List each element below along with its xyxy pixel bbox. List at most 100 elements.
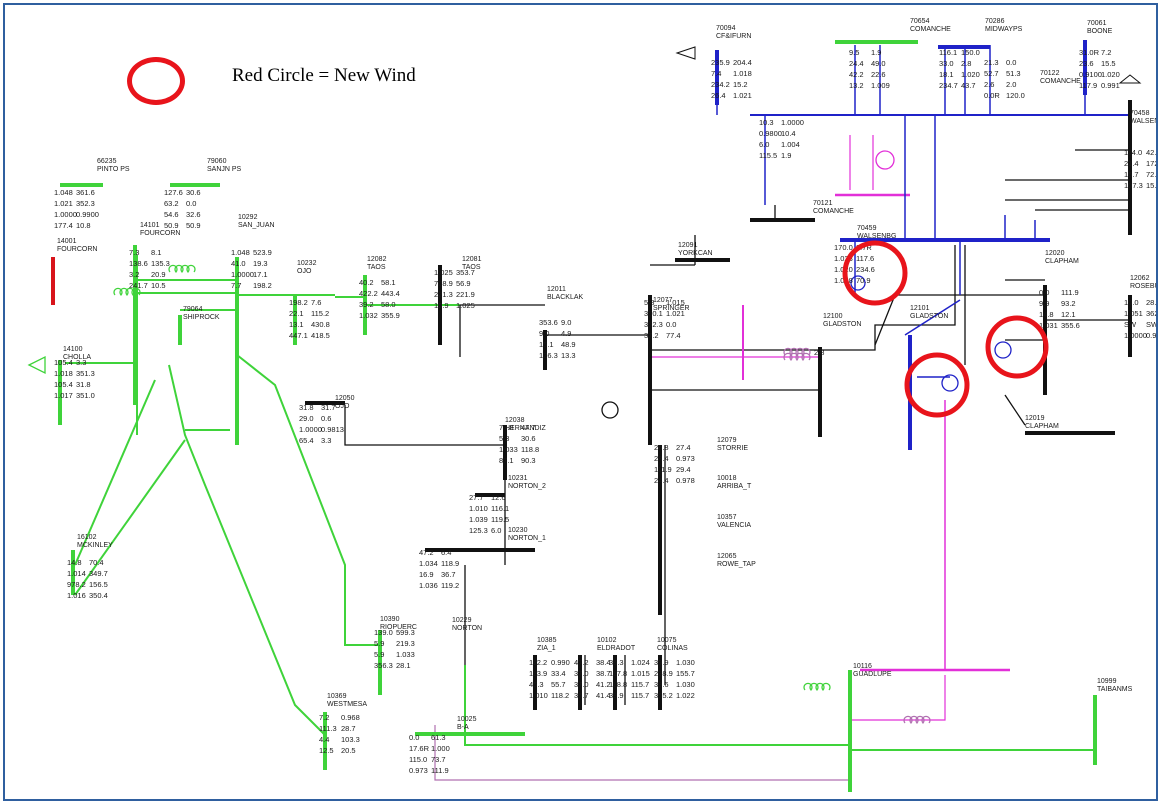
flow-value-label: 1.015 [631, 669, 650, 678]
new-wind-circle-icon [985, 315, 1049, 379]
branch-line-62 [904, 299, 961, 336]
flow-value-label: 54.6 [164, 210, 179, 219]
flow-value-label: 198.2 [289, 298, 308, 307]
bus-number-label: 79060 [207, 158, 227, 165]
flow-value-label: 3.3 [76, 358, 86, 367]
flow-value-label: 1.0000 [299, 425, 322, 434]
bus-name-label: SPRINGER [653, 305, 690, 312]
bus-number-label: 10292 [238, 214, 258, 221]
flow-value-label: 1.033 [396, 650, 415, 659]
flow-value-label: 7.6 [311, 298, 321, 307]
flow-value-label: 29.4 [676, 465, 691, 474]
bus-number-label: 10357 [717, 514, 737, 521]
bus-name-label: WESTMESA [327, 701, 367, 708]
flow-value-label: 1.9 [871, 48, 881, 57]
flow-value-label: 39.9 [654, 658, 669, 667]
flow-value-label: 708.9 [434, 279, 453, 288]
arrow-load-icon [675, 46, 696, 60]
flow-value-label: 6.0 [491, 526, 501, 535]
flow-value-label: 10.5 [151, 281, 166, 290]
bus-name-label: FOURCORN [140, 230, 180, 237]
flow-value-label: 118.8 [521, 445, 539, 454]
flow-value-label: 6.4 [441, 548, 451, 557]
flow-value-label: 138.6 [129, 259, 148, 268]
bus-number-label: 14101 [140, 222, 160, 229]
bus-number-label: 16102 [77, 534, 97, 541]
flow-value-label: 198.2 [253, 281, 272, 290]
flow-value-label: 39.9 [609, 691, 624, 700]
bus-number-label: 12011 [547, 286, 566, 293]
flow-value-label: 112.2 [529, 658, 547, 667]
flow-value-label: 51.3 [1006, 69, 1021, 78]
bus-name-label: PINTO PS [97, 166, 130, 173]
bus-number-label: 70459 [857, 225, 877, 232]
bus-number-label: 14100 [63, 346, 83, 353]
flow-value-label: 1.033 [499, 445, 518, 454]
flow-value-label: 42.0 [1146, 148, 1158, 157]
transformer-coil-icon-3 [903, 715, 931, 724]
flow-value-label: 15.5 [1146, 181, 1158, 190]
flow-value-label: 352.3 [644, 320, 663, 329]
branch-line-11 [74, 439, 186, 596]
flow-value-label: 0.973 [409, 766, 428, 775]
flow-value-label: 114.0 [1124, 148, 1142, 157]
flow-value-label: 5.3 [499, 434, 509, 443]
flow-value-label: 38.7 [596, 669, 611, 678]
flow-value-label: 119.5 [491, 515, 509, 524]
flow-value-label: 235.9 [711, 58, 730, 67]
flow-value-label: 418.5 [311, 331, 330, 340]
flow-value-label: 22.6 [871, 70, 886, 79]
flow-value-label: 1.0000 [231, 270, 254, 279]
flow-value-label: 356.3 [374, 661, 393, 670]
flow-value-label: 117.9 [1079, 81, 1097, 90]
flow-value-label: 111.3 [319, 724, 337, 733]
flow-value-label: 24.4 [654, 476, 669, 485]
flow-value-label: 125.3 [469, 526, 488, 535]
bus-number-label: 12019 [1025, 415, 1045, 422]
bus-name-label: TAOS [462, 264, 481, 271]
flow-value-label: 20.5 [341, 746, 356, 755]
bus-name-label: OJO [297, 268, 312, 275]
bus-name-label: HERNANDIZ [505, 425, 547, 432]
bus-number-label: 10229 [452, 617, 472, 624]
bus-name-label: SANJN PS [207, 166, 242, 173]
bus-number-label: 10025 [457, 716, 477, 723]
flow-value-label: 113.9 [529, 669, 547, 678]
bus-number-label: 10102 [597, 637, 617, 644]
flow-value-label: 351.0 [76, 391, 95, 400]
flow-value-label: 18.1 [939, 70, 954, 79]
flow-value-label: 353.7 [456, 268, 475, 277]
flow-value-label: 41.2 [596, 680, 611, 689]
bus-number-label: 10116 [853, 663, 872, 670]
flow-value-label: 21.4 [1124, 159, 1139, 168]
flow-value-label: 7.2 [1101, 48, 1111, 57]
flow-value-label: 20.9 [151, 270, 166, 279]
bus-name-label: NORTON [452, 625, 482, 632]
flow-value-label: 5.8 [644, 298, 654, 307]
flow-value-label: 172.6 [1146, 159, 1158, 168]
flow-value-label: 22.1 [289, 309, 304, 318]
bus-name-label: B-A [457, 724, 469, 731]
flow-value-label: 12.6 [491, 493, 506, 502]
bus-name-label: SHIPROCK [183, 314, 220, 321]
bus-number-label: 70094 [716, 25, 736, 32]
flow-value-label: 105.4 [54, 358, 73, 367]
bus-number-label: 12050 [335, 395, 355, 402]
flow-value-label: 9.0 [539, 329, 549, 338]
flow-value-label: 135.3 [151, 259, 170, 268]
bus-number-label: 70286 [985, 18, 1005, 25]
flow-value-label: 103.3 [341, 735, 360, 744]
flow-value-label: 4.4 [319, 735, 329, 744]
bus-number-label: 12081 [462, 256, 482, 263]
bus-name-label: GLADSTON [910, 313, 948, 320]
flow-value-label: 78.8 [499, 423, 514, 432]
flow-value-label: 298.9 [654, 669, 673, 678]
flow-value-label: 37.2 [644, 331, 659, 340]
generator-icon-1 [850, 275, 866, 291]
flow-value-label: 1.021 [733, 91, 752, 100]
flow-value-label: 0.973 [676, 454, 695, 463]
flow-value-label: 13.1 [289, 320, 304, 329]
flow-value-label: 234.2 [711, 80, 730, 89]
flow-value-label: 0.990 [551, 658, 570, 667]
flow-value-label: 3.2 [129, 270, 139, 279]
